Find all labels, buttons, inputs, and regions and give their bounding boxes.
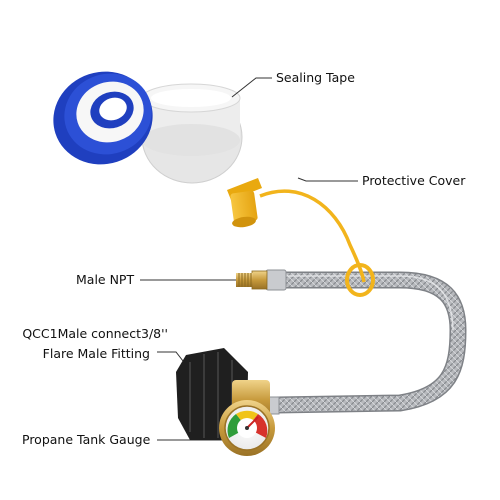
propane-tank-gauge — [219, 400, 275, 456]
protective-cover — [227, 178, 375, 297]
label-sealing-tape: Sealing Tape — [276, 70, 355, 85]
label-male-npt: Male NPT — [76, 272, 135, 287]
label-propane-tank-gauge: Propane Tank Gauge — [22, 432, 151, 447]
leader-line-sealing-tape — [231, 77, 272, 98]
leader-line-protective-cover — [297, 177, 358, 182]
sealing-tape-image — [53, 71, 243, 184]
label-flare-fitting-line1: QCC1Male connect3/8'' — [22, 326, 168, 341]
braided-hose — [267, 271, 467, 414]
male-npt-fitting — [236, 269, 287, 291]
label-flare-fitting-line2: Flare Male Fitting — [42, 346, 150, 361]
label-protective-cover: Protective Cover — [362, 173, 466, 188]
